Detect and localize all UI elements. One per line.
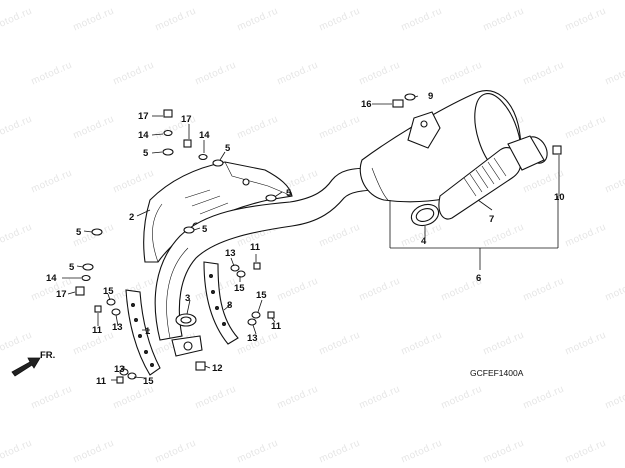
callout-13: 13 [114,364,125,375]
direction-label: FR. [40,350,55,361]
callout-12: 12 [212,363,223,374]
callout-5: 5 [286,188,292,199]
muffler [359,90,522,203]
callout-5: 5 [76,227,82,238]
callout-17: 17 [181,114,192,125]
callout-9: 9 [428,91,433,102]
fasteners [75,93,562,384]
callout-5: 5 [225,143,231,154]
spark-arrester [438,135,548,220]
diagram-code: GCFEF1400A [470,368,524,378]
gasket-ring [410,203,440,227]
callout-5: 5 [202,224,208,235]
pipe-protector [203,261,239,345]
callout-11: 11 [96,376,107,387]
callout-2: 2 [129,212,134,223]
callout-7: 7 [489,214,494,225]
callout-15: 15 [256,290,267,301]
callout-labels: 17 14 5 17 14 5 2 5 5 14 17 5 5 16 9 10 … [46,91,565,387]
callout-17: 17 [138,111,149,122]
callout-16: 16 [361,99,372,110]
callout-14: 14 [199,130,210,141]
callout-5: 5 [69,262,75,273]
callout-15: 15 [143,376,154,387]
callout-13: 13 [112,322,123,333]
heat-guard-lower [125,289,161,376]
callout-11: 11 [271,321,282,332]
front-direction-arrow: FR. [11,350,55,377]
callout-14: 14 [138,130,149,141]
leader-lines [62,95,560,381]
callout-14: 14 [46,273,57,284]
callout-13: 13 [247,333,258,344]
callout-11: 11 [250,242,261,253]
callout-5: 5 [143,148,149,159]
callout-13: 13 [225,248,236,259]
callout-15: 15 [103,286,114,297]
callout-15: 15 [234,283,245,294]
callout-11: 11 [92,325,103,336]
callout-17: 17 [56,289,67,300]
callout-6: 6 [476,273,481,284]
exhaust-flange [171,313,203,357]
callout-3: 3 [185,293,190,304]
callout-4: 4 [421,236,427,247]
callout-10: 10 [554,192,565,203]
callout-8: 8 [227,300,232,311]
callout-1: 1 [145,326,151,337]
